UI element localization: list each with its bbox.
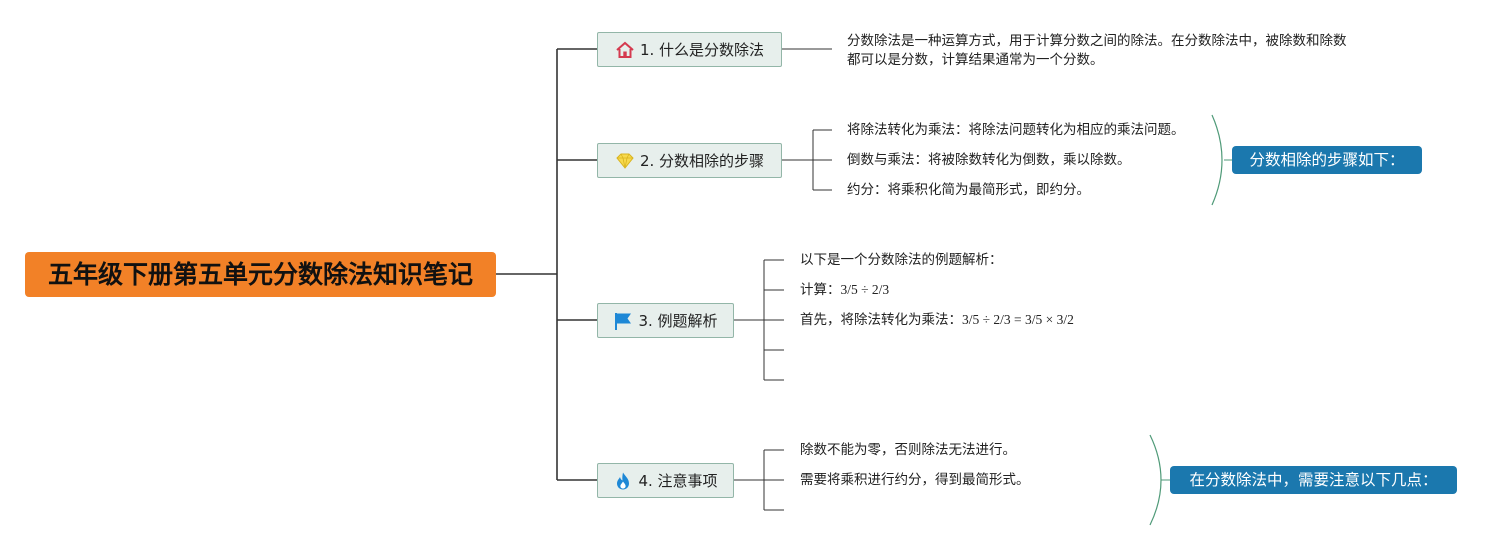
topic-label: 2. 分数相除的步骤 (639, 152, 765, 170)
topic-label: 4. 注意事项 (638, 472, 718, 490)
leaf-text: 首先，将除法转化为乘法： (800, 312, 962, 328)
flag-icon (613, 311, 633, 331)
leaf-text: 以下是一个分数除法的例题解析： (800, 252, 1003, 268)
summary-notes[interactable]: 在分数除法中，需要注意以下几点： (1170, 466, 1457, 494)
topic-notes[interactable]: 4. 注意事项 (597, 463, 734, 498)
topic-what-is-fraction-division[interactable]: 1. 什么是分数除法 (597, 32, 782, 67)
formula: 3/5 ÷ 2/3 = 3/5 × 3/2 (962, 312, 1074, 327)
leaf-step-reciprocal[interactable]: 倒数与乘法：将被除数转化为倒数，乘以除数。 (847, 152, 1131, 168)
leaf-example-intro[interactable]: 以下是一个分数除法的例题解析： (800, 251, 1003, 269)
leaf-example-calc[interactable]: 计算：3/5 ÷ 2/3 (800, 281, 889, 299)
leaf-note-nonzero[interactable]: 除数不能为零，否则除法无法进行。 (800, 442, 1016, 458)
leaf-text: 计算： (800, 282, 841, 298)
diamond-icon (615, 151, 635, 171)
leaf-definition[interactable]: 分数除法是一种运算方式，用于计算分数之间的除法。在分数除法中，被除数和除数都可以… (847, 33, 1347, 68)
formula: 3/5 ÷ 2/3 (840, 282, 890, 297)
topic-label: 3. 例题解析 (638, 312, 718, 330)
home-icon (615, 40, 635, 60)
leaf-example-first-step[interactable]: 首先，将除法转化为乘法：3/5 ÷ 2/3 = 3/5 × 3/2 (800, 311, 1074, 329)
flame-icon (613, 471, 633, 491)
topic-example-analysis[interactable]: 3. 例题解析 (597, 303, 734, 338)
leaf-note-simplify[interactable]: 需要将乘积进行约分，得到最简形式。 (800, 472, 1030, 488)
leaf-step-convert[interactable]: 将除法转化为乘法：将除法问题转化为相应的乘法问题。 (847, 122, 1185, 138)
topic-label: 1. 什么是分数除法 (639, 41, 765, 59)
summary-steps[interactable]: 分数相除的步骤如下： (1232, 146, 1422, 174)
topic-division-steps[interactable]: 2. 分数相除的步骤 (597, 143, 782, 178)
central-topic[interactable]: 五年级下册第五单元分数除法知识笔记 (25, 252, 496, 297)
leaf-step-simplify[interactable]: 约分：将乘积化简为最简形式，即约分。 (847, 182, 1090, 198)
